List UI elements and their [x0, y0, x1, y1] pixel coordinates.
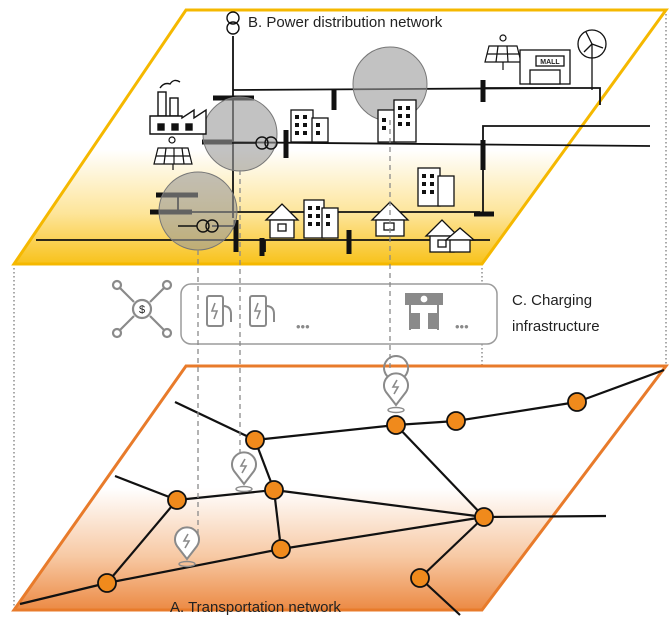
factory-icon	[149, 79, 207, 135]
building-icon	[417, 167, 455, 207]
road-node	[245, 430, 265, 450]
ev-charger-icon	[249, 295, 275, 327]
power-network-label: B. Power distribution network	[248, 14, 443, 31]
substation-zone-1	[202, 96, 278, 172]
charging-panel	[180, 283, 498, 345]
road-node	[167, 490, 187, 510]
transportation-layer: A. Transportation network	[11, 355, 670, 616]
power-plane	[11, 8, 669, 266]
svg-text:$: $	[139, 304, 145, 316]
mall-icon: MALL	[519, 49, 571, 85]
transport-plane	[11, 364, 670, 612]
road-links	[19, 368, 665, 616]
road-node	[410, 568, 430, 588]
solar-panel-icon	[153, 136, 193, 170]
charging-station-icon	[405, 293, 443, 330]
building-icon	[290, 109, 329, 143]
road-node	[474, 507, 494, 527]
transformer-icon	[232, 136, 278, 150]
transformer-icon	[178, 219, 219, 233]
charging-label-line1: C. Charging	[512, 292, 592, 309]
transformer-icon	[226, 11, 240, 35]
wind-turbine-icon	[577, 29, 607, 90]
power-distribution-layer: MALL	[11, 8, 669, 266]
charging-location-pin-icon	[174, 526, 200, 568]
charging-location-pin-icon	[383, 355, 410, 414]
transport-network-label: A. Transportation network	[170, 599, 341, 616]
road-nodes	[97, 392, 587, 593]
station-ellipsis: •••	[455, 319, 469, 334]
building-icon	[303, 199, 339, 239]
mall-sign: MALL	[540, 59, 560, 66]
building-icon	[377, 99, 417, 143]
solar-panel-icon	[484, 34, 522, 70]
substation-zone-2	[158, 171, 238, 251]
coupling-links	[197, 120, 391, 534]
road-node	[97, 573, 117, 593]
charging-label-line2: infrastructure	[512, 318, 600, 335]
charging-infrastructure-layer: $ ••• ••• C. Charging infrastructure	[111, 279, 600, 345]
house-icon	[264, 203, 300, 239]
charging-location-pin-icon	[231, 451, 257, 493]
service-gear-icon: $	[111, 279, 173, 339]
road-node	[567, 392, 587, 412]
road-node	[386, 415, 406, 435]
road-node	[264, 480, 284, 500]
house-icon	[424, 219, 476, 253]
ev-charger-icon	[206, 295, 232, 327]
road-node	[271, 539, 291, 559]
road-node	[446, 411, 466, 431]
charger-ellipsis: •••	[296, 319, 310, 334]
